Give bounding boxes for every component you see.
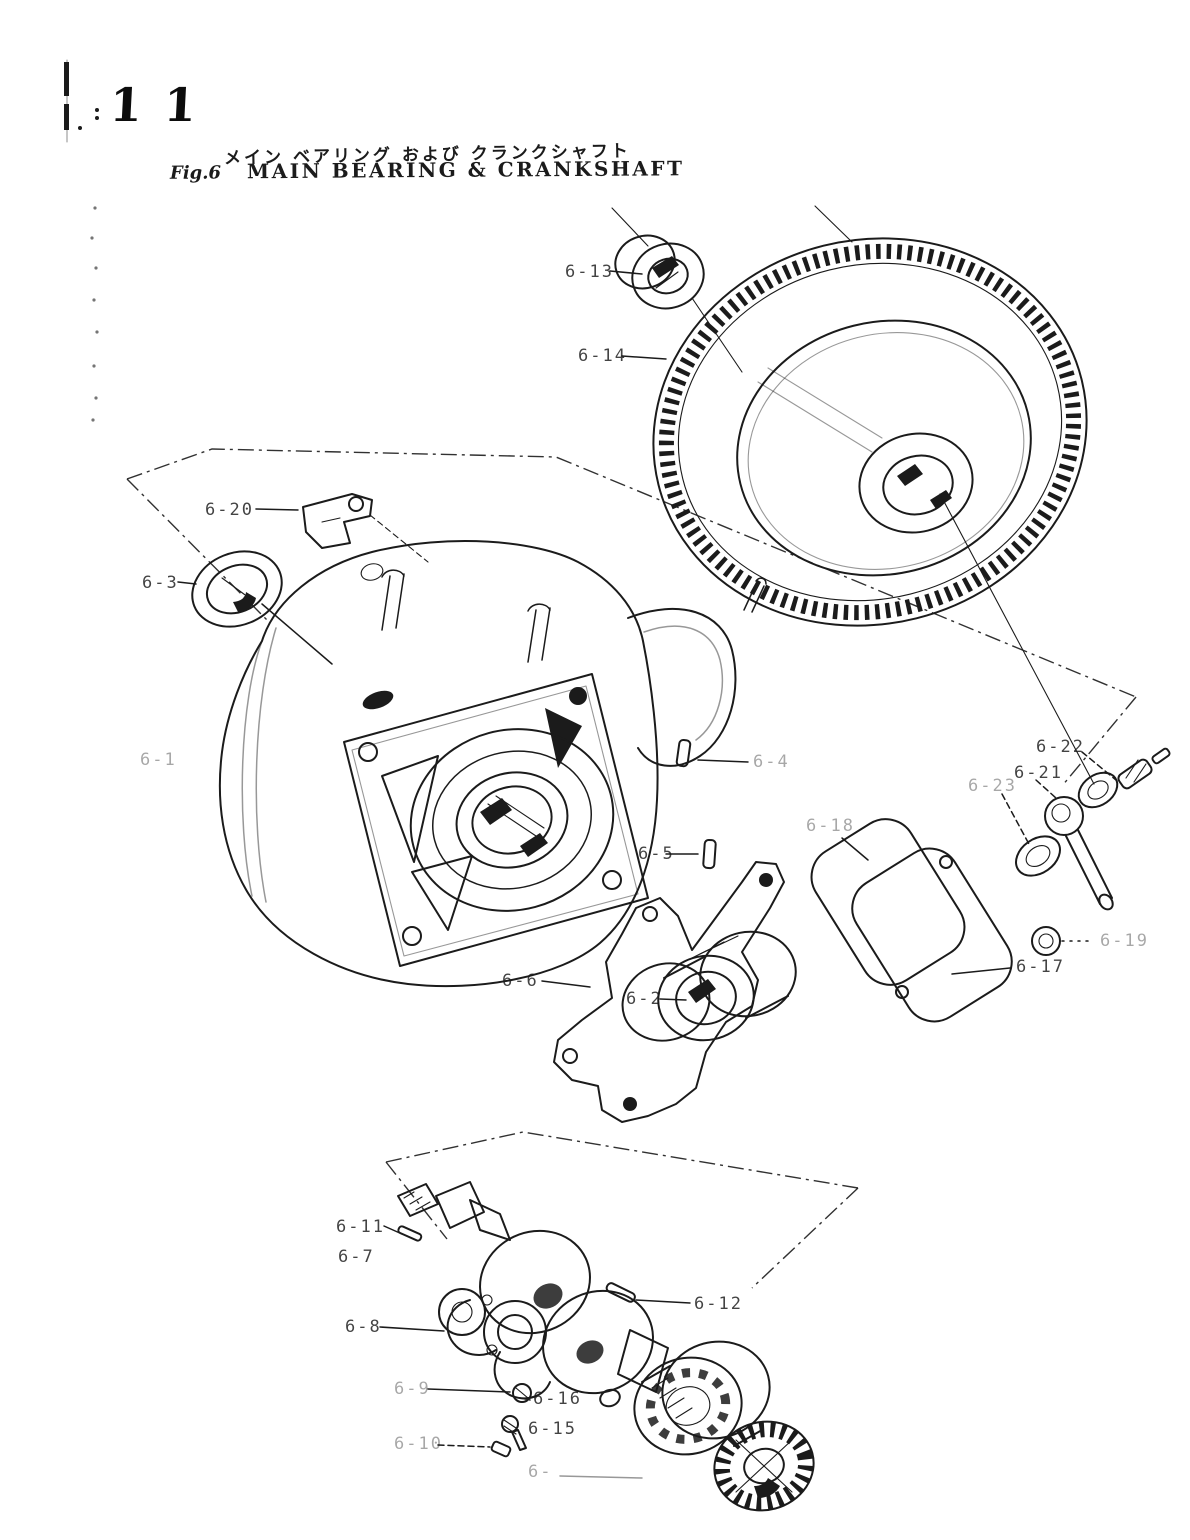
leader-lines xyxy=(177,270,1117,1479)
part-label: 6-23 xyxy=(968,776,1017,796)
bushing-top xyxy=(611,207,743,373)
bracket xyxy=(302,493,429,563)
main-bearing xyxy=(633,1340,771,1456)
part-label: 6-2 xyxy=(626,989,663,1009)
crankshaft-assembly xyxy=(397,1181,693,1458)
part-label: 6-10 xyxy=(394,1434,443,1454)
timing-gear xyxy=(713,1420,815,1512)
flywheel xyxy=(652,205,1088,627)
part-label: 6-13 xyxy=(565,262,614,282)
part-label: 6-8 xyxy=(345,1317,382,1337)
crankcase xyxy=(218,539,767,988)
dowel-pins xyxy=(675,738,717,870)
part-label: 6-11 xyxy=(336,1217,385,1237)
part-label: 6-17 xyxy=(1016,957,1065,977)
part-label: 6-16 xyxy=(533,1389,582,1409)
bearing-retainer xyxy=(657,930,797,1042)
gasket-plate xyxy=(553,861,785,1123)
part-label: 6-5 xyxy=(638,844,675,864)
part-label: 6-22 xyxy=(1036,737,1085,757)
part-label: 6-6 xyxy=(502,971,539,991)
side-cover xyxy=(810,818,1013,1023)
part-label: 6- xyxy=(528,1462,553,1482)
oil-seal xyxy=(191,550,333,665)
part-label: 6-9 xyxy=(394,1379,431,1399)
fastener-cluster xyxy=(939,493,1171,956)
part-label: 6-14 xyxy=(578,346,627,366)
part-label: 6-21 xyxy=(1014,763,1063,783)
part-label: 6-18 xyxy=(806,816,855,836)
part-label: 6-4 xyxy=(753,752,790,772)
part-label: 6-15 xyxy=(528,1419,577,1439)
part-label: 6-12 xyxy=(694,1294,743,1314)
part-label: 6-19 xyxy=(1100,931,1149,951)
part-label: 6-1 xyxy=(140,750,177,770)
part-label: 6-7 xyxy=(338,1247,375,1267)
part-label: 6-3 xyxy=(142,573,179,593)
margin-marks xyxy=(64,59,99,422)
part-label: 6-20 xyxy=(205,500,254,520)
